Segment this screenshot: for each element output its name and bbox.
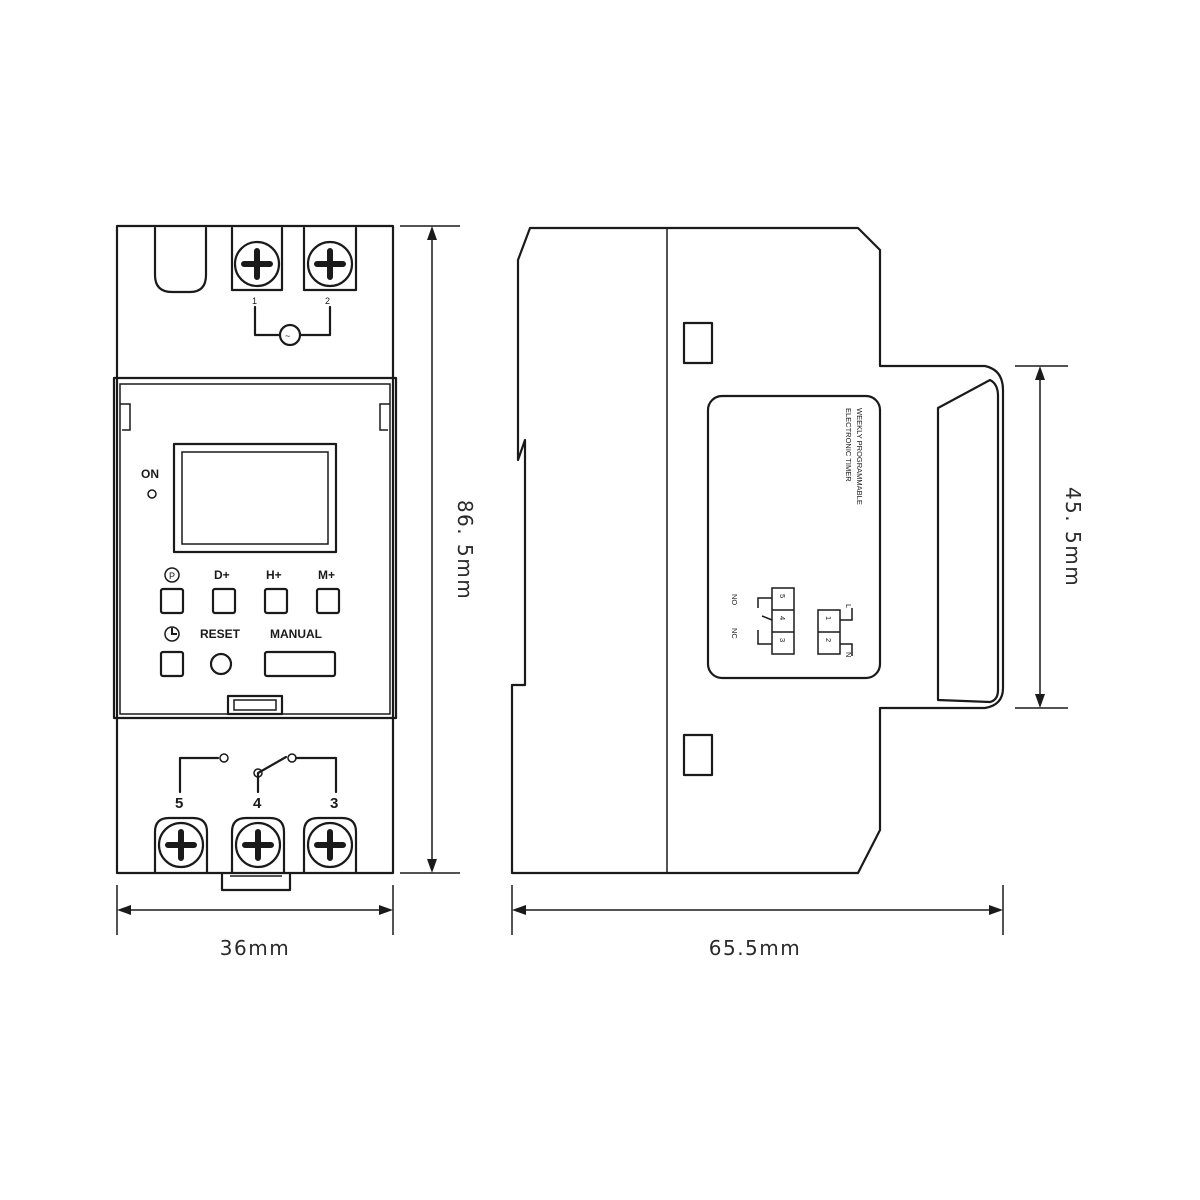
ac-supply-symbol xyxy=(278,323,302,347)
terminal-housing-3 xyxy=(302,816,358,875)
d-plus-label: D+ xyxy=(214,568,230,582)
program-icon-glyph: P xyxy=(169,571,175,581)
h-plus-button[interactable] xyxy=(263,587,289,615)
terminal-number-4: 4 xyxy=(253,795,262,812)
terminal-housing-2 xyxy=(302,226,358,292)
side-width-dimension: 65.5mm xyxy=(709,936,802,960)
program-button[interactable] xyxy=(159,587,185,615)
lcd-display xyxy=(172,442,338,554)
m-plus-button[interactable] xyxy=(315,587,341,615)
screw-terminal-3 xyxy=(306,821,354,869)
cover-hinge-right xyxy=(379,403,390,431)
contact-nc-label: NC xyxy=(730,628,739,639)
side-vent-top xyxy=(682,321,714,365)
manual-button[interactable] xyxy=(263,650,337,678)
relay-wire-3 xyxy=(294,756,338,794)
top-slot xyxy=(153,226,208,294)
side-body-outline xyxy=(510,226,1005,875)
terminal-number-1: 1 xyxy=(252,296,257,306)
lcd-display-inner xyxy=(181,451,329,545)
h-plus-label: H+ xyxy=(266,568,282,582)
clock-icon xyxy=(164,626,180,642)
screw-terminal-1 xyxy=(233,240,281,288)
relay-terminal-block xyxy=(771,587,795,655)
on-led xyxy=(147,489,157,499)
cover-hinge-left xyxy=(120,403,131,431)
relay-wire-4 xyxy=(256,755,288,794)
supply-lines xyxy=(840,608,853,656)
relay-nc-contact xyxy=(287,753,297,763)
screw-terminal-5 xyxy=(157,821,205,869)
screw-terminal-4 xyxy=(234,821,282,869)
front-width-dimension: 36mm xyxy=(220,936,290,960)
terminal-housing-4 xyxy=(230,816,286,875)
terminal-housing-1 xyxy=(230,226,284,292)
program-icon xyxy=(164,567,180,583)
front-body-outline xyxy=(115,224,395,875)
din-clip xyxy=(220,871,292,892)
terminal-number-3: 3 xyxy=(330,795,338,812)
d-plus-button[interactable] xyxy=(211,587,237,615)
relay-term-4: 4 xyxy=(778,616,787,620)
front-view: 1 2 ~ ON P D+ H+ M+ RESET MAN xyxy=(112,224,398,892)
front-height-dimension: 86. 5mm xyxy=(453,500,477,600)
terminal-housing-5 xyxy=(153,816,209,875)
on-label: ON xyxy=(141,467,159,481)
front-dimensions: 36mm 86. 5mm xyxy=(116,225,477,960)
relay-term-3: 3 xyxy=(778,638,787,642)
cover-latch xyxy=(226,694,284,716)
supply-term-1: 1 xyxy=(824,616,833,620)
m-plus-label: M+ xyxy=(318,568,335,582)
supply-term-2: 2 xyxy=(824,638,833,642)
side-dimensions: 65.5mm 45. 5mm xyxy=(511,365,1085,960)
side-height-dimension: 45. 5mm xyxy=(1061,487,1085,587)
label-line-2: ELECTRONIC TIMER xyxy=(844,408,853,482)
clock-button[interactable] xyxy=(159,650,185,678)
contact-no-label: NO xyxy=(730,594,739,605)
reset-label: RESET xyxy=(200,627,241,641)
supply-N-label: N xyxy=(844,652,853,657)
relay-no-contact xyxy=(219,753,229,763)
reset-button[interactable] xyxy=(209,652,233,676)
relay-wire-5 xyxy=(178,756,220,794)
relay-common-contact xyxy=(253,768,263,778)
supply-L-label: L xyxy=(844,604,853,608)
front-cover-outline xyxy=(112,376,398,720)
screw-terminal-2 xyxy=(306,240,354,288)
label-line-1: WEEKLY PROGRAMMABLE xyxy=(855,408,864,505)
side-vent-bottom xyxy=(682,733,714,777)
din-rail-clip xyxy=(936,378,1000,704)
relay-contact-lines xyxy=(757,597,773,645)
side-label-panel xyxy=(706,394,882,680)
side-view: WEEKLY PROGRAMMABLE ELECTRONIC TIMER 5 4… xyxy=(510,226,1005,875)
cover-latch-inner xyxy=(233,699,277,711)
manual-label: MANUAL xyxy=(270,627,322,641)
ac-symbol-text: ~ xyxy=(285,331,290,341)
terminal-number-2: 2 xyxy=(325,296,330,306)
supply-wiring xyxy=(253,305,332,337)
relay-term-5: 5 xyxy=(778,594,787,598)
terminal-number-5: 5 xyxy=(175,795,183,812)
